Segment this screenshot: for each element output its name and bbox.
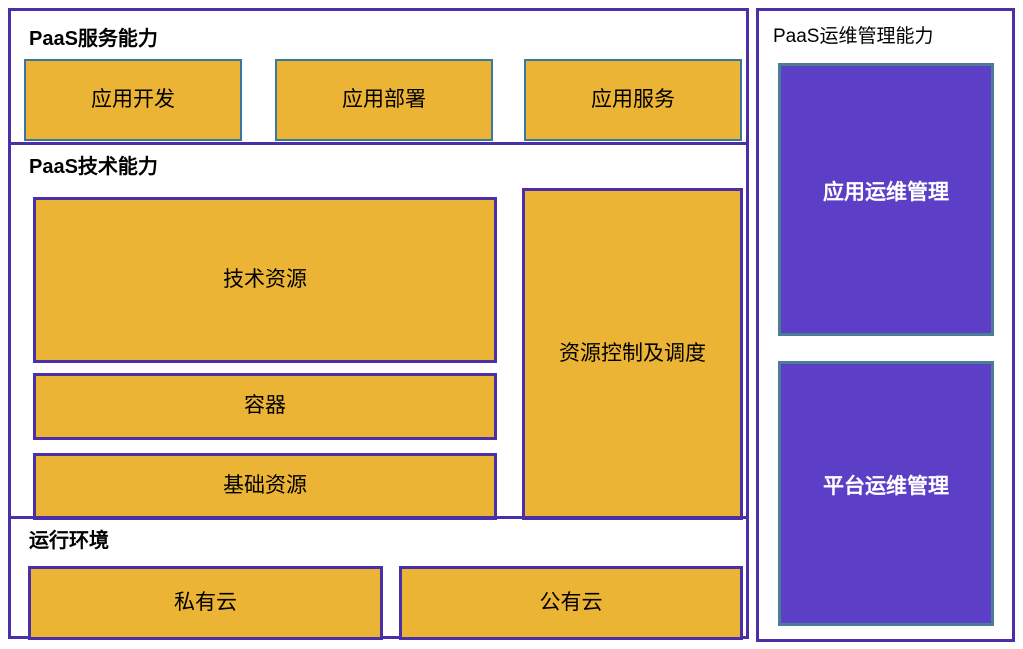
box-private-cloud[interactable]: 私有云 — [28, 566, 383, 640]
box-application-development[interactable]: 应用开发 — [24, 59, 242, 141]
section-title-paas-tech: PaaS技术能力 — [29, 156, 158, 178]
box-application-deployment[interactable]: 应用部署 — [275, 59, 493, 141]
paas-operations-panel: PaaS运维管理能力 应用运维管理 平台运维管理 — [756, 8, 1015, 642]
box-application-service[interactable]: 应用服务 — [524, 59, 742, 141]
box-technical-resources[interactable]: 技术资源 — [33, 197, 497, 363]
box-label: 技术资源 — [223, 267, 307, 291]
box-platform-operations-management[interactable]: 平台运维管理 — [778, 361, 994, 626]
box-label: 应用运维管理 — [823, 181, 949, 205]
box-label: 应用开发 — [91, 87, 175, 111]
box-public-cloud[interactable]: 公有云 — [399, 566, 743, 640]
paas-capability-panel: PaaS服务能力 应用开发 应用部署 应用服务 PaaS技术能力 技术资源 容器… — [8, 8, 749, 640]
section-divider-top — [11, 142, 746, 145]
section-title-paas-operations: PaaS运维管理能力 — [773, 26, 934, 47]
section-divider-bottom — [11, 516, 746, 519]
box-resource-control-and-scheduling[interactable]: 资源控制及调度 — [522, 188, 743, 520]
box-container[interactable]: 容器 — [33, 373, 497, 440]
box-label: 平台运维管理 — [823, 475, 949, 499]
section-title-runtime-environment: 运行环境 — [29, 530, 109, 552]
box-label: 容器 — [244, 394, 286, 418]
box-label: 资源控制及调度 — [559, 341, 706, 365]
box-basic-resources[interactable]: 基础资源 — [33, 453, 497, 520]
box-label: 私有云 — [174, 590, 237, 614]
box-label: 基础资源 — [223, 474, 307, 498]
section-title-paas-service: PaaS服务能力 — [29, 28, 158, 50]
box-label: 应用部署 — [342, 87, 426, 111]
box-application-operations-management[interactable]: 应用运维管理 — [778, 63, 994, 336]
box-label: 应用服务 — [591, 87, 675, 111]
box-label: 公有云 — [539, 590, 603, 614]
